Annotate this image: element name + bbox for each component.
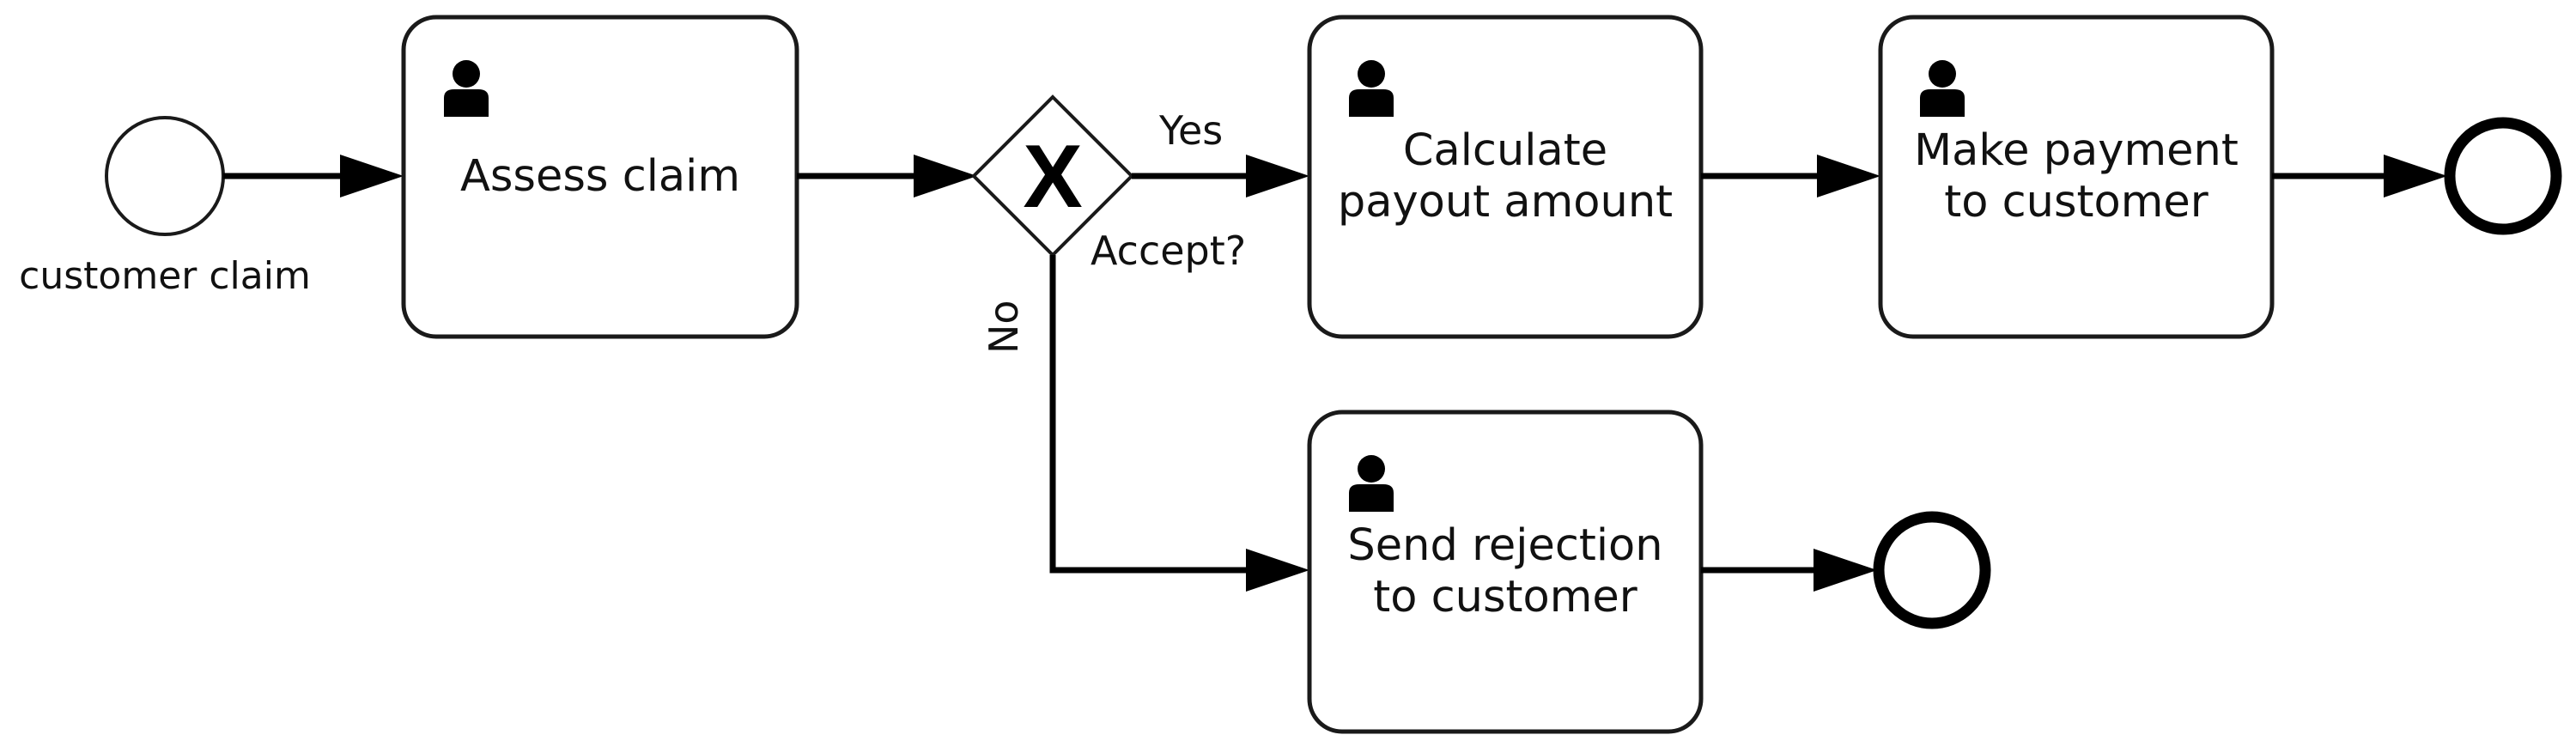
gateway-label: Accept? xyxy=(1091,228,1246,274)
exclusive-gateway[interactable]: X xyxy=(971,94,1134,258)
task-label-line-1: Calculate xyxy=(1403,125,1607,176)
task-label: Assess claim xyxy=(460,151,740,202)
task-calculate-payout[interactable]: Calculate payout amount xyxy=(1307,15,1704,339)
end-event-paid[interactable] xyxy=(2444,117,2562,235)
yes-label: Yes xyxy=(1158,107,1223,154)
task-make-payment[interactable]: Make payment to customer xyxy=(1878,15,2275,339)
sequence-flow-rejection-end xyxy=(1701,549,1877,592)
task-label-line-2: to customer xyxy=(1373,572,1637,622)
sequence-flow-yes xyxy=(1132,155,1309,197)
sequence-flow-payment-end xyxy=(2272,155,2447,197)
no-label: No xyxy=(981,300,1027,354)
task-label-line-2: to customer xyxy=(1944,177,2208,228)
sequence-flow-no xyxy=(1049,255,1309,592)
task-send-rejection[interactable]: Send rejection to customer xyxy=(1307,410,1704,734)
sequence-flow-assess-gateway xyxy=(797,155,977,197)
gateway-x-marker: X xyxy=(1023,127,1082,227)
task-label-line-2: payout amount xyxy=(1338,177,1673,228)
task-assess-claim[interactable]: Assess claim xyxy=(401,15,799,339)
start-event-label: customer claim xyxy=(19,254,311,298)
end-event-rejected[interactable] xyxy=(1873,511,1991,629)
task-label-line-1: Send rejection xyxy=(1347,520,1662,571)
task-label-line-1: Make payment xyxy=(1914,125,2239,176)
sequence-flow-calculate-payment xyxy=(1701,155,1880,197)
start-event[interactable] xyxy=(105,116,225,236)
sequence-flow-start-assess xyxy=(223,155,404,197)
